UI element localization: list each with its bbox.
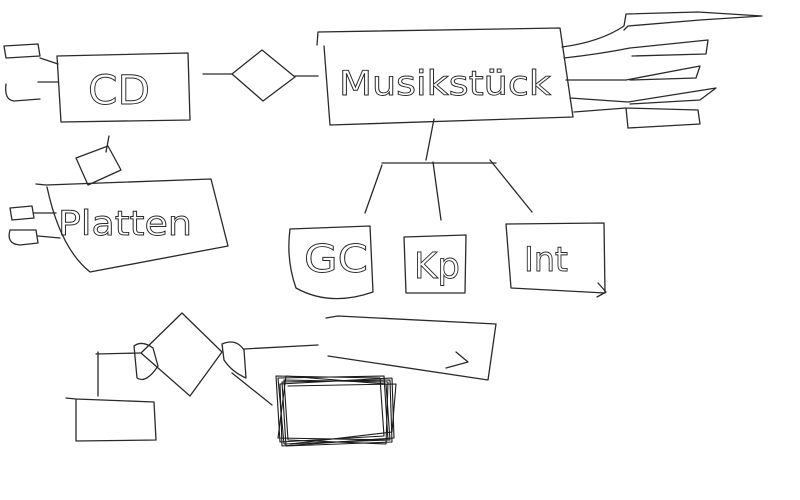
entity-kp-label: Kp: [414, 246, 460, 287]
cd-attribute-bottom[interactable]: [5, 81, 59, 102]
relationship-cd-musikstueck[interactable]: [202, 49, 319, 102]
relationship-lower[interactable]: [95, 312, 319, 406]
entity-musikstueck-label: Musikstück: [339, 64, 551, 104]
entity-gc[interactable]: GC: [288, 225, 374, 300]
entity-lower-middle[interactable]: [325, 315, 497, 381]
entity-lower-left[interactable]: [65, 397, 157, 442]
entity-scribbled[interactable]: [275, 375, 397, 447]
entity-platten-label: Platten: [58, 204, 192, 244]
platten-attributes[interactable]: [8, 205, 61, 246]
entity-cd[interactable]: CD: [56, 52, 191, 123]
entity-platten[interactable]: Platten: [35, 178, 229, 273]
relationship-cd-platten[interactable]: [75, 135, 122, 186]
entity-musikstueck[interactable]: Musikstück: [316, 27, 574, 126]
specialization-tree: [364, 118, 533, 221]
entity-int[interactable]: Int: [505, 222, 607, 298]
entity-cd-label: CD: [88, 68, 150, 114]
entity-gc-label: GC: [304, 237, 368, 281]
entity-kp[interactable]: Kp: [403, 234, 467, 294]
musikstueck-attributes[interactable]: [561, 11, 763, 129]
cd-attribute-top[interactable]: [3, 43, 59, 65]
entity-int-label: Int: [524, 240, 568, 280]
